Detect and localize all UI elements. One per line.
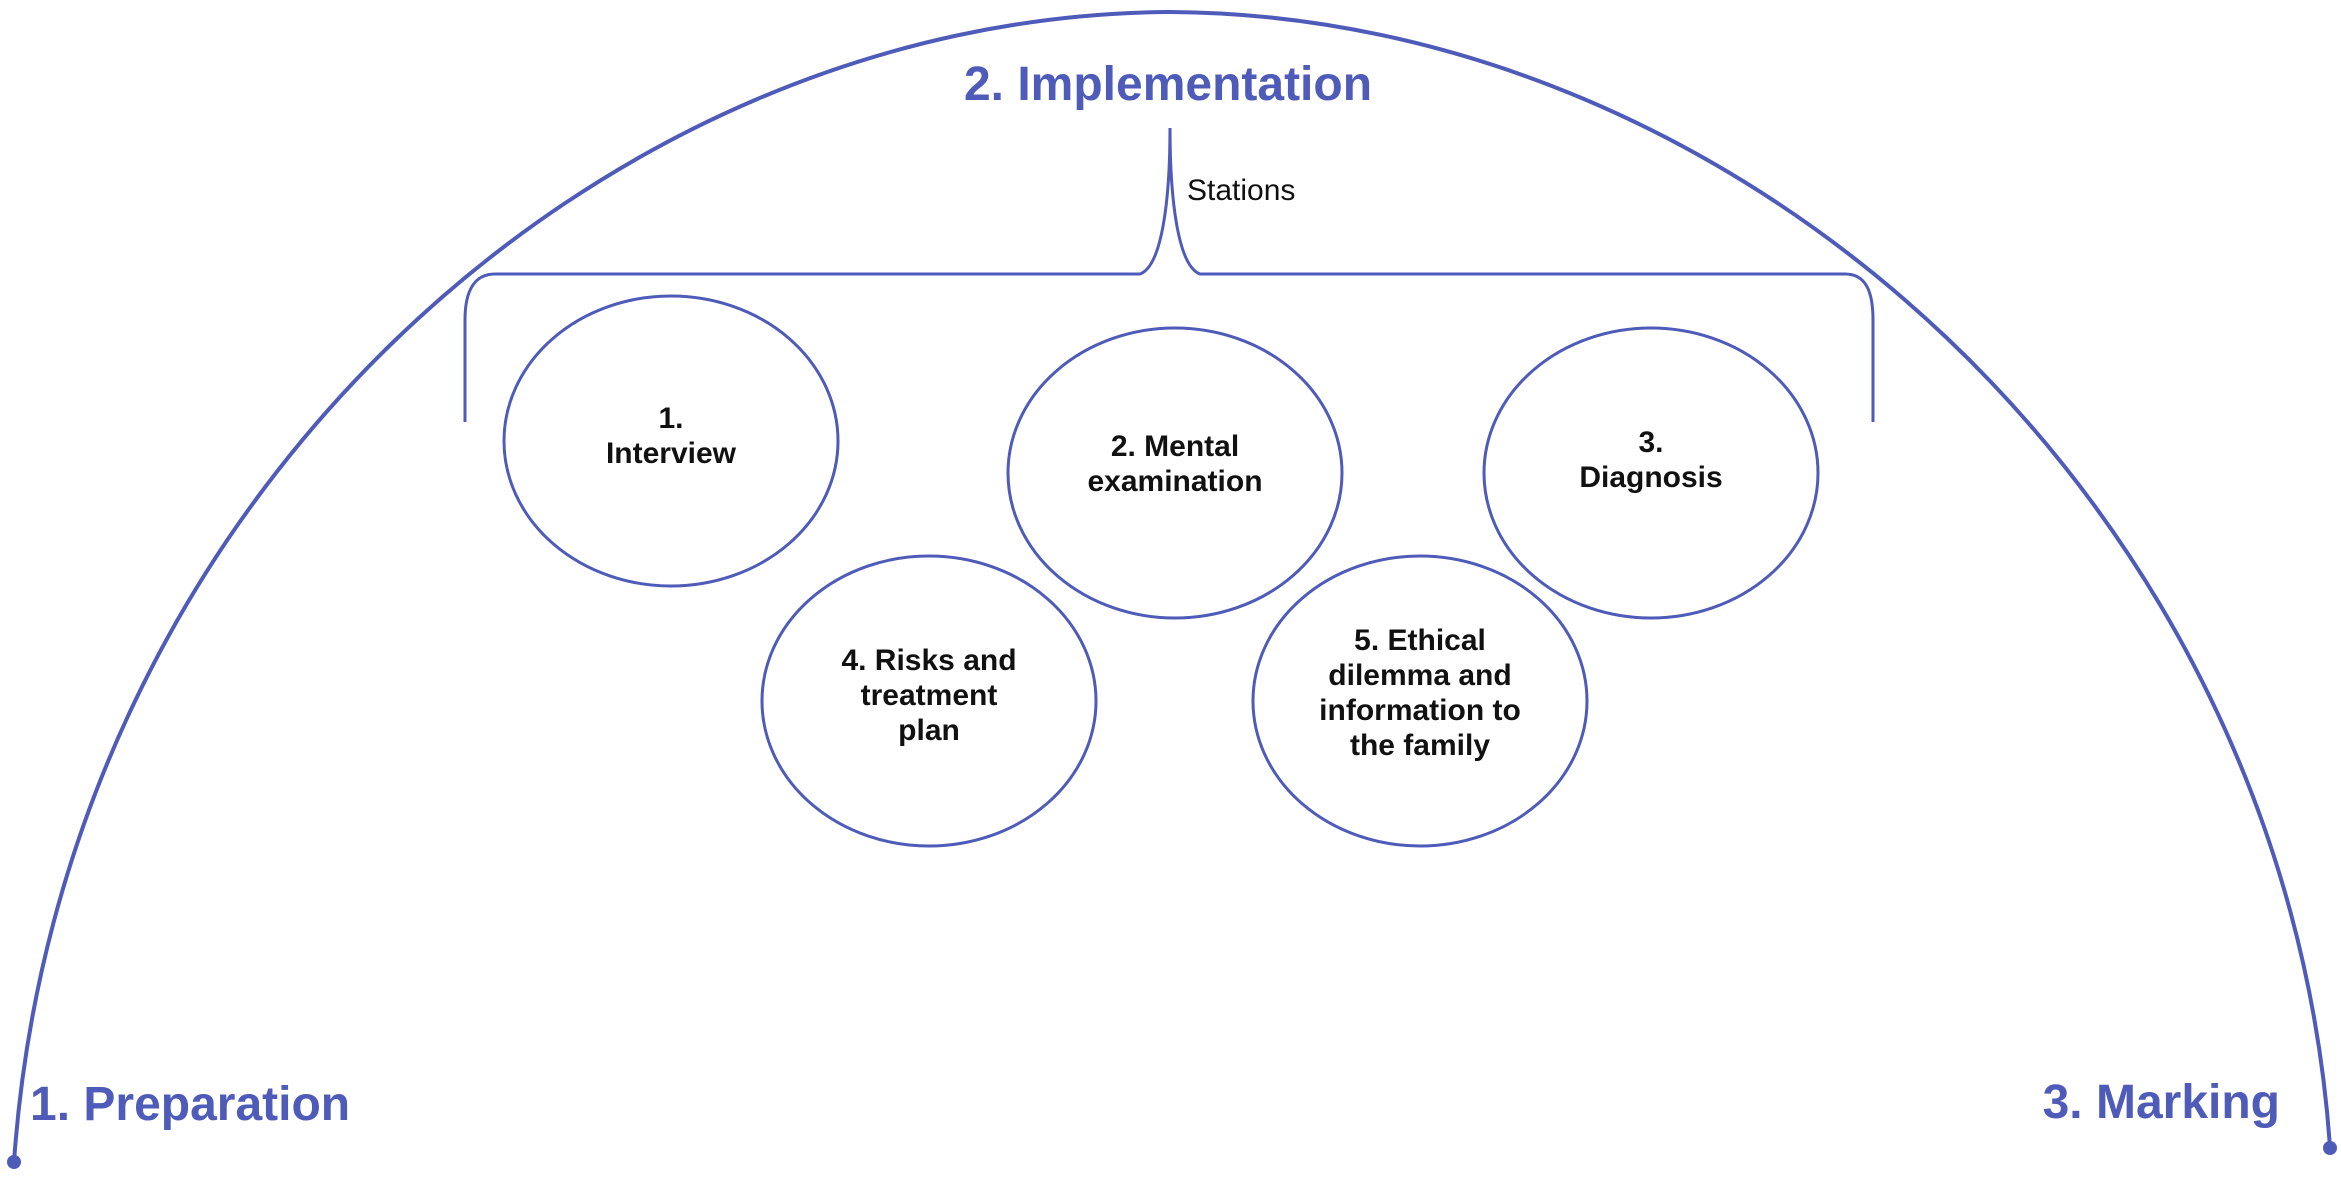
station-1: 1.Interview	[502, 294, 840, 588]
phase-preparation-label: 1. Preparation	[30, 1078, 350, 1131]
station-ellipse	[1006, 326, 1344, 620]
phase-marking-label: 3. Marking	[2043, 1076, 2280, 1129]
station-3: 3.Diagnosis	[1482, 326, 1820, 620]
station-label-line: Interview	[606, 437, 737, 470]
station-label-line: 5. Ethical	[1354, 624, 1486, 657]
phase-implementation-label: 2. Implementation	[964, 58, 1372, 111]
station-label-line: dilemma and	[1328, 659, 1511, 692]
stations-label: Stations	[1187, 174, 1295, 207]
station-label-line: examination	[1087, 465, 1262, 498]
station-label-line: 1.	[658, 402, 683, 435]
station-label-line: Diagnosis	[1579, 461, 1722, 494]
station-label-line: 3.	[1638, 426, 1663, 459]
station-label-line: treatment	[861, 679, 998, 712]
station-label-line: plan	[898, 714, 960, 747]
station-label-line: 2. Mental	[1111, 430, 1239, 463]
station-label-line: 4. Risks and	[841, 644, 1016, 677]
arc-start-dot	[7, 1155, 21, 1169]
process-arc	[12, 9, 2332, 1163]
station-ellipse	[1482, 326, 1820, 620]
station-label-line: the family	[1350, 729, 1490, 762]
station-label: 3.Diagnosis	[1579, 426, 1722, 494]
stations-brace	[463, 127, 1875, 422]
station-ellipse	[1251, 554, 1589, 848]
station-label-line: information to	[1319, 694, 1521, 727]
arc-end-dot	[2323, 1141, 2337, 1155]
station-label: 1.Interview	[606, 402, 737, 470]
station-ellipse	[760, 554, 1098, 848]
station-ellipse	[502, 294, 840, 588]
